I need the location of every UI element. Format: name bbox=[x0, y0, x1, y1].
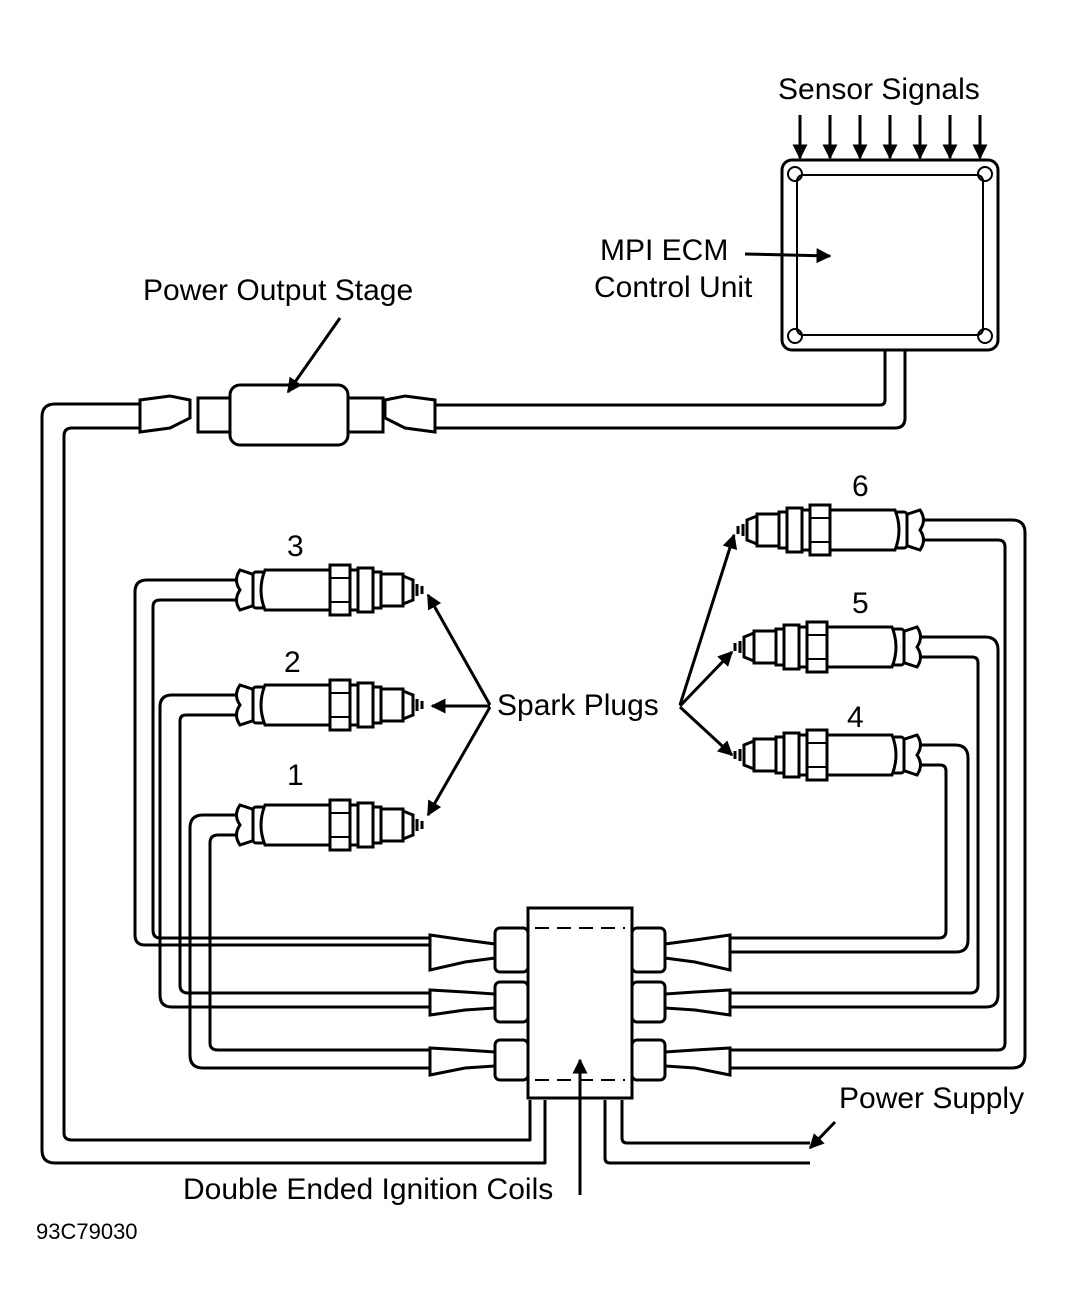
spark-plug-1 bbox=[235, 798, 424, 852]
plug-number-1: 1 bbox=[287, 759, 304, 792]
power-output-stage bbox=[138, 317, 437, 447]
right-plug-wires bbox=[730, 518, 1027, 1070]
ecm-harness bbox=[435, 350, 907, 430]
plug-number-5: 5 bbox=[852, 587, 869, 620]
spark-plug-3 bbox=[235, 563, 424, 617]
ecm-label-line2: Control Unit bbox=[594, 271, 753, 304]
spark-plugs-label: Spark Plugs bbox=[497, 689, 659, 722]
output-stage-to-coil-harness bbox=[40, 402, 547, 1165]
plug-number-4: 4 bbox=[847, 701, 864, 734]
sensor-signals-label: Sensor Signals bbox=[778, 73, 980, 106]
power-output-stage-label: Power Output Stage bbox=[143, 274, 413, 307]
plug-number-2: 2 bbox=[284, 646, 301, 679]
ecm-label-line1: MPI ECM bbox=[600, 234, 728, 267]
spark-plug-4 bbox=[733, 728, 922, 782]
figure-code: 93C79030 bbox=[36, 1219, 138, 1244]
sensor-signal-arrows bbox=[792, 115, 988, 160]
power-supply-leads bbox=[603, 1100, 837, 1165]
spark-plug-5 bbox=[733, 620, 922, 674]
coil-boots-left bbox=[428, 926, 530, 1082]
ecm-control-unit bbox=[744, 158, 1000, 352]
plug-number-6: 6 bbox=[852, 470, 869, 503]
plug-number-3: 3 bbox=[287, 530, 304, 563]
spark-plug-6 bbox=[736, 503, 925, 557]
spark-plug-callout-arrows bbox=[426, 533, 738, 817]
coil-boots-right bbox=[630, 926, 732, 1082]
left-plug-wires bbox=[133, 578, 430, 1070]
ignition-coils-label: Double Ended Ignition Coils bbox=[183, 1173, 553, 1206]
spark-plug-2 bbox=[235, 678, 424, 732]
power-supply-label: Power Supply bbox=[839, 1082, 1024, 1115]
